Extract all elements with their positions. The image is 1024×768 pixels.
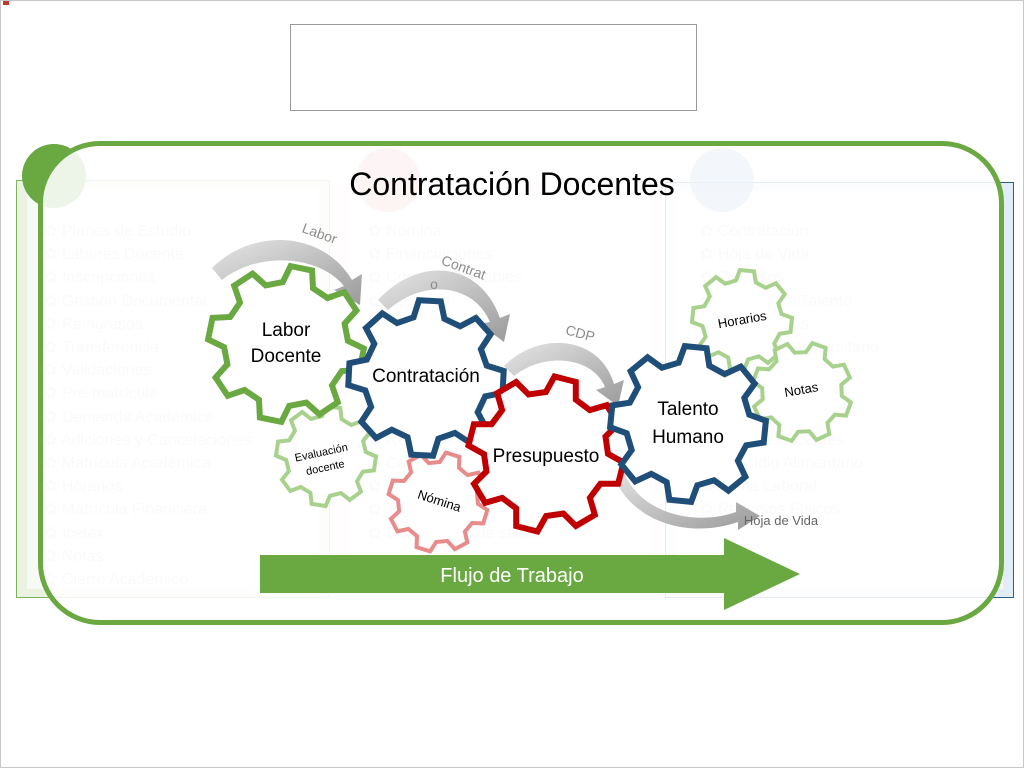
gear-label-talento-1: Talento	[657, 399, 718, 420]
gear-nomina	[386, 450, 490, 554]
broken-image-icon	[3, 1, 9, 5]
gear-label-notas: Notas	[783, 379, 820, 400]
arrow-labor	[212, 240, 362, 305]
gear-label-presupuesto: Presupuesto	[493, 446, 600, 467]
arrow-label-hoja-de-vida: Hoja de Vida	[744, 513, 819, 528]
gear-talento-humano	[606, 342, 770, 506]
gear-labor-docente	[204, 262, 368, 426]
arrow-label-cdp: CDP	[564, 322, 597, 345]
gear-label-labor-2: Docente	[251, 346, 322, 367]
image-placeholder	[290, 24, 697, 111]
arrow-cdp	[504, 342, 624, 406]
diagram-title: Contratación Docentes	[349, 166, 675, 202]
arrow-hoja-de-vida	[612, 466, 760, 530]
arrow-label-contrato-2: o	[430, 276, 438, 292]
gear-notas	[750, 340, 854, 444]
gear-evaluacion-docente	[273, 403, 379, 509]
arrow-contrato	[378, 270, 510, 342]
gear-presupuesto	[465, 373, 627, 535]
gear-label-talento-2: Humano	[652, 427, 724, 448]
flow-arrow	[260, 538, 800, 610]
gear-label-contratacion: Contratación	[372, 366, 480, 387]
arrow-label-labor: Labor	[300, 220, 339, 247]
flow-label: Flujo de Trabajo	[440, 565, 583, 587]
gear-label-labor-1: Labor	[262, 320, 311, 341]
